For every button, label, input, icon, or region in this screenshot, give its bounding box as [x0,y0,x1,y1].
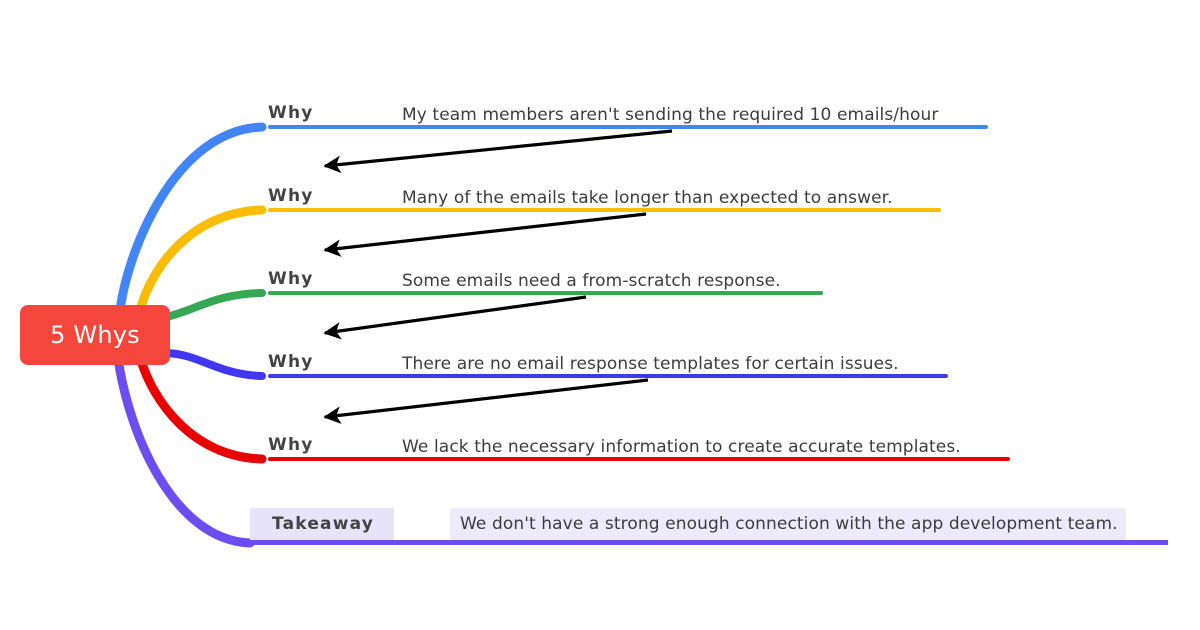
row-why-2-text: Many of the emails take longer than expe… [402,188,893,208]
root-node[interactable]: 5 Whys [20,305,170,365]
branch-why-2 [135,205,267,316]
arrow-1 [323,129,673,174]
branch-why-1 [115,122,267,315]
row-takeaway-rule [250,540,1168,545]
row-why-2-rule [268,208,941,212]
row-why-5-rule [268,457,1010,461]
row-why-4-text: There are no email response templates fo… [402,354,899,374]
branch-takeaway [113,353,255,548]
row-why-3-rule [268,291,823,295]
arrow-4 [323,378,649,424]
row-why-5-text: We lack the necessary information to cre… [402,437,961,457]
root-node-label: 5 Whys [50,321,140,349]
row-why-1-rule [268,125,988,129]
row-why-5-label: Why [268,435,314,455]
row-takeaway-label: Takeaway [250,508,395,541]
row-why-1-label: Why [268,103,314,123]
branch-why-5 [135,352,267,464]
branch-why-4 [162,349,266,380]
row-why-4-rule [268,374,948,378]
row-takeaway-text: We don't have a strong enough connection… [450,508,1126,541]
branch-why-3 [162,289,266,321]
row-why-1-text: My team members aren't sending the requi… [402,105,939,125]
row-why-4-label: Why [268,352,314,372]
arrow-3 [323,295,587,340]
row-why-2-label: Why [268,186,314,206]
row-why-3-label: Why [268,269,314,289]
arrow-2 [323,212,647,257]
row-why-3-text: Some emails need a from-scratch response… [402,271,781,291]
